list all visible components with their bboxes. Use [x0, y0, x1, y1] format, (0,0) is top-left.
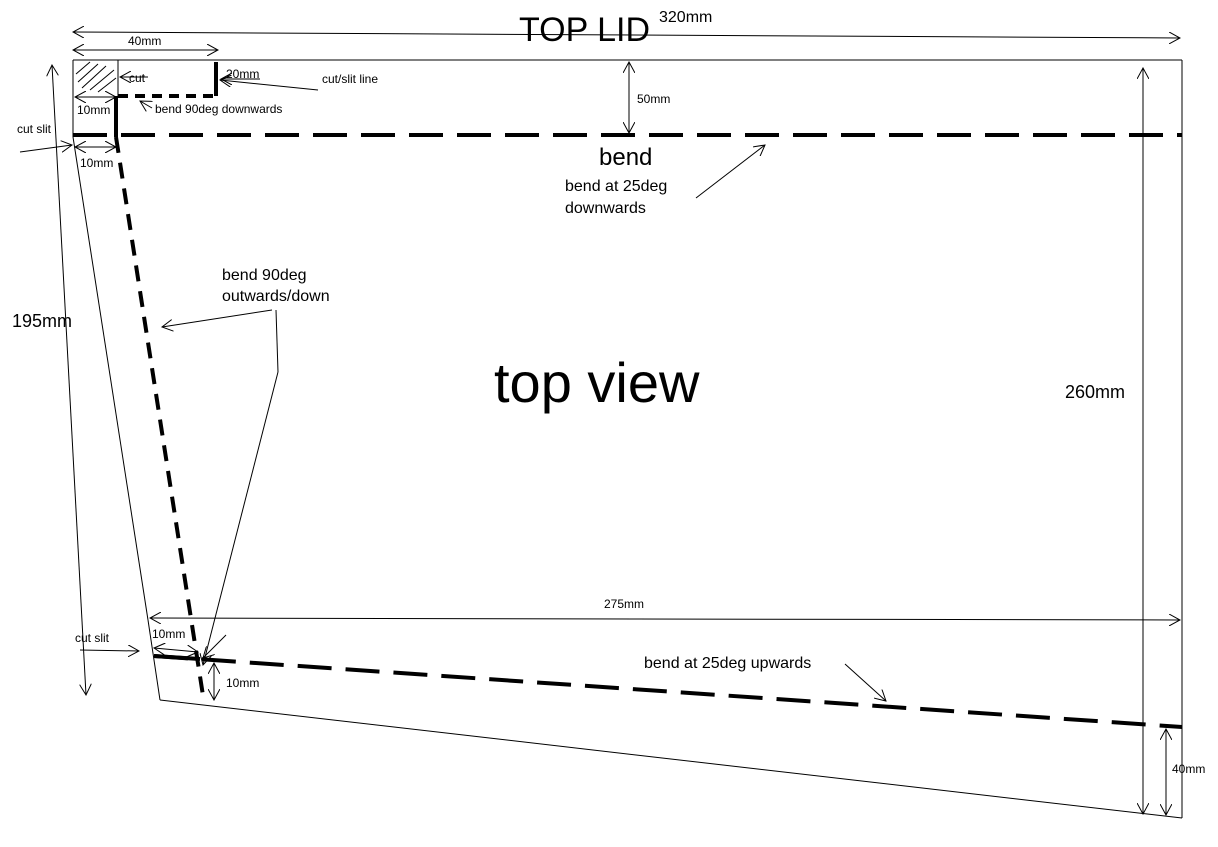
title-text: TOP LID [519, 11, 650, 49]
slit-bottom-v-label: 10mm [226, 676, 259, 690]
bottom-slit-line [153, 654, 201, 661]
bend-label: bend [599, 144, 652, 171]
bend-25-down-line1: bend at 25deg [565, 178, 667, 195]
leader-arrows [19, 77, 886, 701]
bend-25-down-line2: downwards [565, 200, 646, 217]
slit-bottom-h-label: 10mm [152, 627, 185, 641]
bottom-flap-label: 40mm [1172, 762, 1205, 776]
cut-label: cut [129, 71, 146, 85]
lid-outline [72, 59, 1183, 819]
cut-slit-bottom-label: cut slit [75, 631, 110, 645]
slit-top-label: 10mm [77, 103, 110, 117]
slit-side-top-label: 10mm [80, 156, 113, 170]
left-height-label: 195mm [12, 311, 72, 331]
corner-cutout-hatch [75, 61, 117, 93]
bend-90-out-line2: outwards/down [222, 288, 330, 305]
cut-slit-line-label: cut/slit line [322, 72, 378, 86]
tab-width-label: 40mm [128, 34, 161, 48]
bottom-bend-line [153, 654, 1183, 729]
bend-90-down-label: bend 90deg downwards [155, 102, 282, 116]
bend-25-up-label: bend at 25deg upwards [644, 655, 811, 672]
width-top-label: 320mm [659, 9, 712, 26]
right-height-label: 260mm [1065, 382, 1125, 402]
bottom-width-label: 275mm [604, 597, 644, 611]
flap-depth-label: 50mm [637, 92, 670, 106]
bend-90-out-line1: bend 90deg [222, 267, 307, 284]
side-bend-line [114, 136, 206, 703]
tab-height-label: 20mm [226, 67, 259, 81]
cut-slit-top-label: cut slit [17, 122, 52, 136]
view-label: top view [494, 351, 700, 414]
